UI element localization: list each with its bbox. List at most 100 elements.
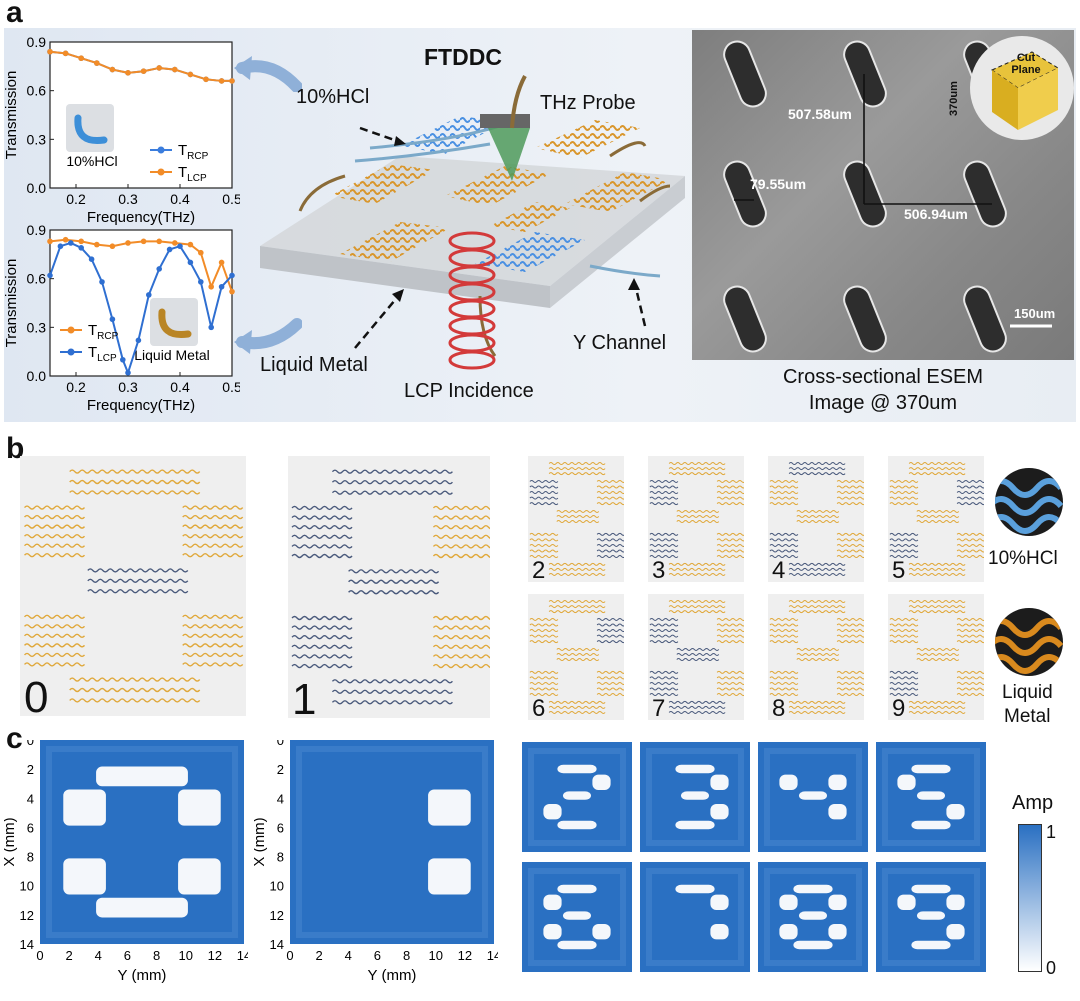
data-point xyxy=(62,50,69,57)
segment-B xyxy=(889,617,919,644)
esem-caption-line2: Image @ 370um xyxy=(808,392,958,414)
bright-segment-B xyxy=(543,894,562,910)
wave-row xyxy=(916,520,960,524)
bright-segment-A xyxy=(911,884,951,894)
wave-row xyxy=(676,509,720,513)
segment-E xyxy=(769,670,799,697)
data-point xyxy=(156,238,162,245)
data-point xyxy=(156,266,162,272)
wave-row xyxy=(596,485,624,489)
x-tick-label: 2 xyxy=(316,948,323,963)
wave-row xyxy=(291,544,353,549)
segment-G xyxy=(788,562,846,576)
wave-row xyxy=(182,505,244,510)
wave-row xyxy=(649,623,679,627)
digit-tile-3: 3 xyxy=(648,456,744,582)
wave-row xyxy=(716,670,744,674)
wave-row xyxy=(649,485,679,489)
data-point xyxy=(109,66,116,73)
wave-row xyxy=(788,700,846,704)
map-background xyxy=(758,742,868,852)
wave-row xyxy=(23,652,86,658)
digit-tile-1: 1 xyxy=(288,456,490,718)
wave-row xyxy=(182,643,244,648)
wave-row xyxy=(716,640,744,644)
wave-row xyxy=(649,543,679,547)
wave-row xyxy=(956,629,984,633)
ftddc-title: FTDDC xyxy=(424,44,502,70)
data-point xyxy=(109,243,116,250)
wave-row xyxy=(529,538,559,542)
bright-segment-D xyxy=(917,911,945,920)
y-tick-label: 2 xyxy=(27,762,34,777)
legend-liquid-metal-label-line1: Liquid xyxy=(1002,682,1053,703)
segment-E xyxy=(769,532,799,559)
map-interior xyxy=(888,754,974,840)
wave-row xyxy=(836,485,864,489)
wave-row xyxy=(596,496,624,500)
ftddc-device-illustration xyxy=(260,75,685,370)
x-tick-label: 2 xyxy=(66,948,73,963)
wave-row xyxy=(87,589,189,594)
wave-row xyxy=(889,623,919,627)
label-y-channel: Y Channel xyxy=(573,332,667,354)
digit-tile-6: 6 xyxy=(528,594,624,720)
data-point xyxy=(218,78,225,84)
wave-row xyxy=(956,693,984,697)
wave-row xyxy=(529,623,559,627)
wave-row xyxy=(529,479,559,483)
wave-row xyxy=(529,532,559,536)
wave-row xyxy=(796,647,840,651)
wave-row xyxy=(956,502,984,506)
colorbar-min: 0 xyxy=(1046,958,1057,978)
legend-liquid-metal-swatch xyxy=(995,608,1063,676)
y-tick-label: 0.9 xyxy=(27,34,47,50)
data-point xyxy=(187,259,194,266)
bright-segment-A xyxy=(793,884,833,894)
amplitude-map-7 xyxy=(640,862,750,972)
legend-marker xyxy=(157,146,165,154)
data-point xyxy=(78,238,84,245)
wave-row xyxy=(769,623,799,627)
x-tick-label: 8 xyxy=(403,948,410,963)
segment-D xyxy=(676,509,720,524)
wave-row xyxy=(548,562,606,566)
bright-segment-B xyxy=(63,789,106,826)
wave-row xyxy=(956,532,984,536)
data-point xyxy=(172,240,178,246)
x-tick-label: 0.2 xyxy=(66,379,86,395)
wave-row xyxy=(908,472,966,476)
wave-row xyxy=(596,670,624,674)
bright-segment-G xyxy=(557,940,597,950)
bright-segment-F xyxy=(710,804,729,820)
wave-row xyxy=(889,479,919,483)
inset-label: 10%HCl xyxy=(66,153,117,169)
wave-row xyxy=(769,634,799,638)
bright-segment-D xyxy=(799,791,827,800)
segment-B xyxy=(889,479,919,506)
segment-E xyxy=(649,670,679,697)
wave-row xyxy=(649,629,679,633)
wave-row xyxy=(548,700,606,704)
map-interior xyxy=(652,754,738,840)
map-interior xyxy=(52,752,232,932)
legend-hcl-swatch xyxy=(995,468,1063,536)
y-tick-label: 12 xyxy=(270,908,284,923)
segment-D xyxy=(676,647,720,662)
wave-row xyxy=(649,617,679,621)
x-tick-label: 14 xyxy=(237,948,248,963)
data-point xyxy=(198,279,204,285)
wave-row xyxy=(916,647,960,651)
wave-row xyxy=(908,462,966,466)
bright-segment-A xyxy=(557,764,597,774)
wave-row xyxy=(769,676,799,680)
bright-segment-C xyxy=(828,774,847,790)
wave-row xyxy=(956,676,984,680)
data-point xyxy=(78,245,84,251)
wave-row xyxy=(529,485,559,489)
segment-G xyxy=(788,700,846,714)
map-background xyxy=(640,742,750,852)
bright-segment-F xyxy=(946,804,965,820)
data-point xyxy=(94,241,100,248)
y-tick-label: 4 xyxy=(27,791,34,806)
